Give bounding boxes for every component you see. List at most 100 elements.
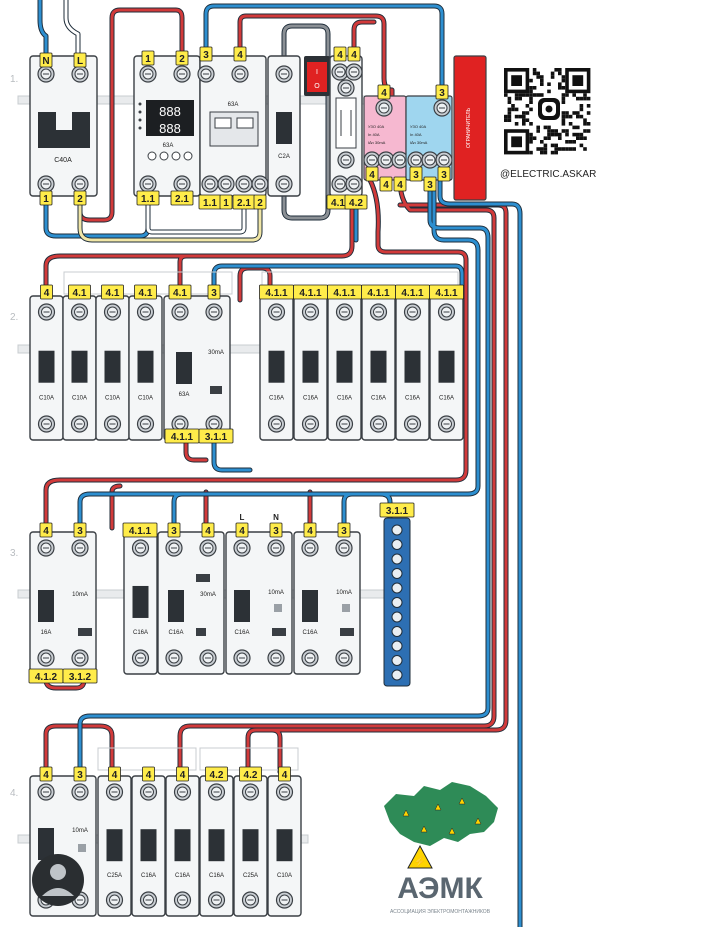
row-numbers: 1. 2. 3. 4. — [10, 74, 18, 799]
terminal-tag-label: N — [42, 56, 49, 67]
terminal-tag-label: 4 — [44, 288, 50, 299]
terminal-tag-label: 4 — [307, 526, 313, 537]
svg-text:I: I — [316, 69, 318, 76]
brand-handle: @ELECTRIC.ASKAR — [500, 169, 596, 180]
terminal-tag: 4.1.1 — [259, 284, 294, 300]
logo-text: АЭМК — [397, 872, 483, 905]
terminal-tag-label: 4.1 — [106, 288, 120, 299]
rcbo-row3-ma: 10mA — [72, 592, 88, 598]
breaker-row2-right: C16A — [429, 295, 464, 441]
breaker-row4-rating: C16A — [209, 873, 224, 879]
breaker-row4: C25A — [233, 775, 268, 917]
breaker-row2-right: C16A — [327, 295, 362, 441]
avatar[interactable] — [32, 854, 84, 906]
main-breaker: C40A — [29, 55, 98, 197]
terminal-tag: 4.2 — [344, 194, 368, 210]
contactor-rating: 63A — [228, 102, 239, 108]
terminal-tag: 3 — [167, 522, 181, 538]
relay-rating: 63A — [163, 143, 174, 149]
terminal-tag-label: 3 — [171, 526, 177, 537]
terminal-tag-label: 3 — [203, 50, 209, 61]
row-number-4: 4. — [10, 788, 18, 799]
phase-label: L — [240, 513, 245, 522]
terminal-tag-label: 4 — [239, 526, 245, 537]
breaker-row4-rating: C16A — [141, 873, 156, 879]
diff-breaker-rating: C16A — [234, 630, 249, 636]
terminal-tag-label: 2 — [179, 54, 185, 65]
terminal-tag-label: 1 — [43, 194, 49, 205]
terminal-tag: 3.1.1 — [198, 428, 234, 444]
terminal-tag-label: 4 — [43, 770, 49, 781]
breaker-row2-left-rating: C10A — [105, 396, 120, 402]
terminal-tag-label: 2.1 — [237, 198, 251, 209]
breaker-row2-right-rating: C16A — [269, 396, 284, 402]
terminal-tag: 4 — [393, 176, 407, 192]
breaker-row2-left: C10A — [29, 295, 64, 441]
breaker-row3: C16A — [123, 531, 158, 675]
terminal-tag: 4.1.1 — [327, 284, 362, 300]
rcbo-row4-ma: 10mA — [72, 828, 88, 834]
rcd-row2-ma: 30mA — [208, 350, 224, 356]
rcd-row2-rating: 63A — [179, 392, 190, 398]
breaker-row2-left: C10A — [128, 295, 163, 441]
svg-text:⚡: ⚡ — [414, 855, 426, 868]
terminal-tag: 1 — [141, 50, 155, 66]
row-number-2: 2. — [10, 312, 18, 323]
terminal-tag-label: 3 — [77, 526, 83, 537]
terminal-tag: 3 — [423, 176, 437, 192]
terminal-tag-label: 4.1.1 — [333, 288, 356, 299]
terminal-tag: 4.1 — [101, 284, 124, 300]
terminal-tag: 4 — [39, 522, 53, 538]
terminal-tag-label: 4.1.1 — [401, 288, 424, 299]
terminal-tag: 3 — [437, 166, 451, 182]
control-breaker: C2A — [267, 55, 301, 197]
terminal-tag: 2.1 — [232, 194, 256, 210]
breaker-row2-left: C10A — [62, 295, 97, 441]
breaker-row4: C16A — [131, 775, 166, 917]
terminal-tag-label: 3 — [341, 526, 347, 537]
terminal-tag-label: 3 — [441, 170, 447, 181]
breaker-row2-left-rating: C10A — [138, 396, 153, 402]
tag-l: L — [73, 52, 87, 68]
diff-breaker-rating: C16A — [302, 630, 317, 636]
terminal-tag: 1.1 — [136, 190, 160, 206]
terminal-tag: 3.1.1 — [379, 502, 415, 518]
terminal-tag: 4 — [333, 46, 347, 62]
rcd-pink-line-1: УЗО 40А — [368, 124, 384, 129]
terminal-tag: 2.1 — [170, 190, 194, 206]
row-number-1: 1. — [10, 74, 18, 85]
terminal-tag-label: 3 — [413, 170, 419, 181]
terminal-tag-label: 4 — [383, 180, 389, 191]
breaker-row4-rating: C25A — [107, 873, 122, 879]
relay-display-top: 888 — [159, 104, 181, 119]
terminal-tag-label: 4.1 — [73, 288, 87, 299]
terminal-tag-label: 4.2 — [244, 770, 258, 781]
terminal-tag-label: 4.1 — [331, 198, 345, 209]
terminal-tag-label: 2 — [257, 198, 263, 209]
breaker-row3-rating: C16A — [133, 630, 148, 636]
terminal-tag-label: 4 — [282, 770, 288, 781]
terminal-tag-label: 4.1.2 — [35, 672, 58, 683]
red-limiter-label: ОГРАНИЧИТЕЛЬ — [466, 107, 472, 148]
breaker-row2-right-rating: C16A — [337, 396, 352, 402]
terminal-tag-label: 3 — [273, 526, 279, 537]
terminal-tag-label: 4 — [146, 770, 152, 781]
contactor: 63A — [197, 55, 269, 197]
rcd-row2: 30mA 63A — [163, 295, 231, 441]
terminal-tag: 4.1.1 — [164, 428, 200, 444]
row-1: C40A 888 888 63A 63A — [29, 55, 487, 201]
terminal-tag-label: 4 — [112, 770, 118, 781]
terminal-tag: 3 — [73, 766, 87, 782]
terminal-tag-label: 4 — [397, 180, 403, 191]
terminal-tag: 3 — [337, 522, 351, 538]
breaker-row2-left: C10A — [95, 295, 130, 441]
breaker-row4: C16A — [199, 775, 234, 917]
terminal-tag-label: 4 — [337, 50, 343, 61]
rcd-pink-line-3: I∆n 30mA — [368, 140, 386, 145]
terminal-tag-label: 4.2 — [210, 770, 224, 781]
